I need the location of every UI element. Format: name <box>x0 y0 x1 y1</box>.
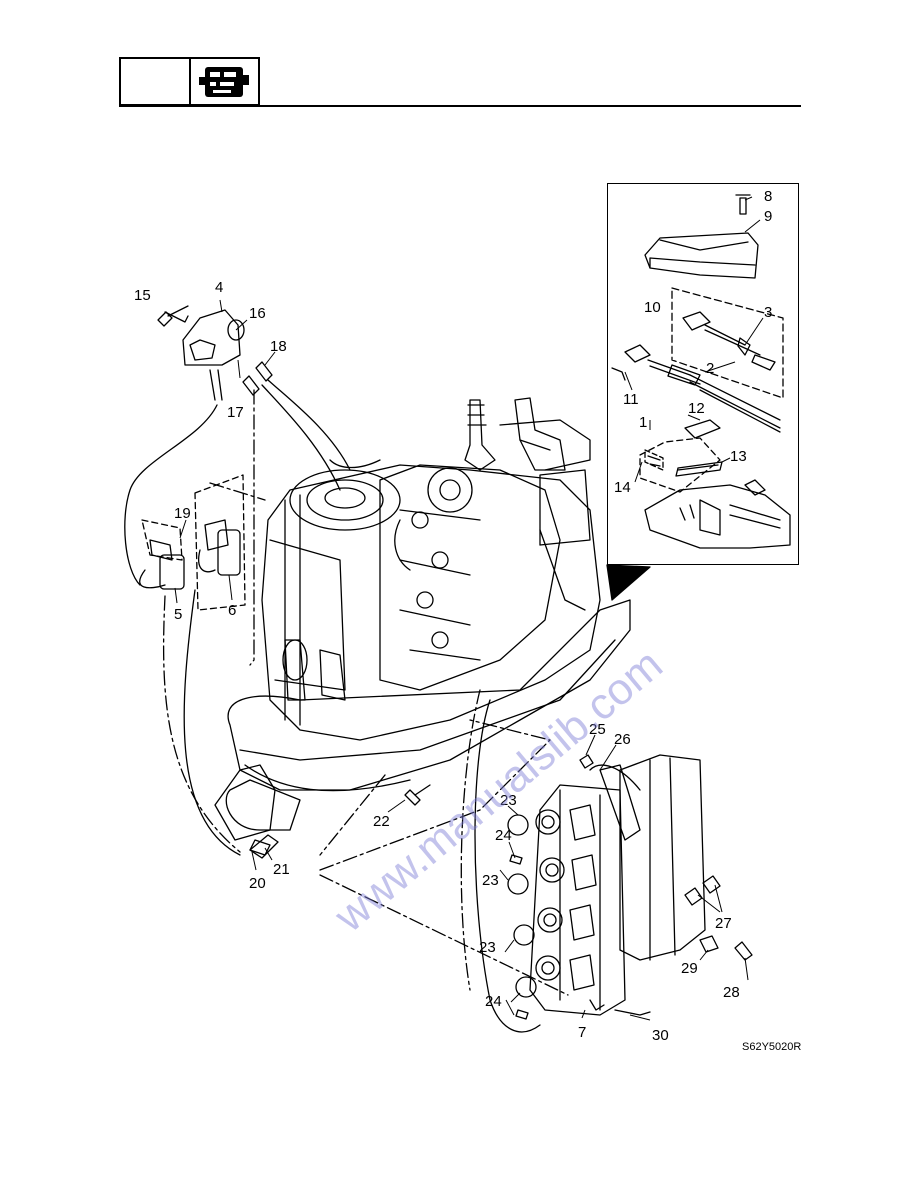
callout-19: 19 <box>174 505 191 522</box>
callout-12: 12 <box>688 400 705 417</box>
callout-7: 7 <box>578 1024 586 1041</box>
inset-parts <box>611 194 791 549</box>
fuel-pump-bolt <box>157 305 189 327</box>
header-icon-box <box>189 57 260 106</box>
engine-block <box>261 397 601 741</box>
callout-16: 16 <box>249 305 266 322</box>
callout-14: 14 <box>614 479 631 496</box>
pin-24b <box>515 1009 529 1020</box>
callout-23b: 23 <box>482 872 499 889</box>
callout-13: 13 <box>730 448 747 465</box>
callouts: 8 9 10 3 2 11 12 1 13 14 4 15 16 18 17 1… <box>134 188 772 1044</box>
callout-3: 3 <box>764 304 772 321</box>
callout-10: 10 <box>644 299 661 316</box>
hose-26 <box>589 764 641 791</box>
fuel-filter-5 <box>139 519 185 590</box>
callout-28: 28 <box>723 984 740 1001</box>
callout-11: 11 <box>623 391 639 408</box>
callout-24a: 24 <box>495 827 512 844</box>
callout-23c: 23 <box>479 939 496 956</box>
callout-15: 15 <box>134 287 151 304</box>
callout-24b: 24 <box>485 993 502 1010</box>
callout-4: 4 <box>215 279 223 296</box>
o-ring-23b <box>507 873 529 895</box>
bottom-cowling <box>214 599 631 841</box>
inset-pointer <box>606 564 651 601</box>
bolt-28 <box>734 941 753 961</box>
pin-24a <box>509 854 523 865</box>
hose-loop <box>474 699 541 1033</box>
fuel-pump <box>164 309 245 401</box>
center-line-b <box>249 389 255 666</box>
silencer-box <box>599 754 706 961</box>
callout-26: 26 <box>614 731 631 748</box>
fuel-hose-lower <box>183 589 241 856</box>
o-ring-23d <box>515 976 537 998</box>
o-ring-23c <box>513 924 535 946</box>
callout-22: 22 <box>373 813 390 830</box>
fuel-filter-6 <box>194 474 246 611</box>
inset-detail-frame <box>607 183 799 565</box>
callout-23a: 23 <box>500 792 517 809</box>
intake-manifold <box>529 784 626 1016</box>
collar-29 <box>699 935 719 953</box>
callout-1: 1 <box>639 414 647 431</box>
callout-17: 17 <box>227 404 244 421</box>
callout-18: 18 <box>270 338 287 355</box>
callout-6: 6 <box>228 602 236 619</box>
center-line-d <box>319 874 569 996</box>
clamp-25 <box>579 754 594 769</box>
callout-9: 9 <box>764 208 772 225</box>
clip-20 <box>249 839 271 856</box>
header-rule <box>119 105 801 107</box>
center-line-c <box>319 719 551 871</box>
callout-21: 21 <box>273 861 290 878</box>
connectors-18 <box>242 361 351 491</box>
callout-30: 30 <box>652 1027 669 1044</box>
callout-2: 2 <box>706 360 714 377</box>
leader-lines <box>174 196 764 1021</box>
callout-27: 27 <box>715 915 732 932</box>
couplers-27 <box>684 875 721 906</box>
wire-30 <box>614 1009 651 1016</box>
center-line-a <box>162 595 241 853</box>
hose-21 <box>249 834 279 859</box>
callout-25: 25 <box>589 721 606 738</box>
fuel-hose-long <box>124 404 218 586</box>
callout-5: 5 <box>174 606 182 623</box>
figure-code: S62Y5020R <box>742 1041 801 1053</box>
callout-29: 29 <box>681 960 698 977</box>
callout-20: 20 <box>249 875 266 892</box>
callout-8: 8 <box>764 188 772 205</box>
engine-electrical-icon <box>199 67 249 97</box>
